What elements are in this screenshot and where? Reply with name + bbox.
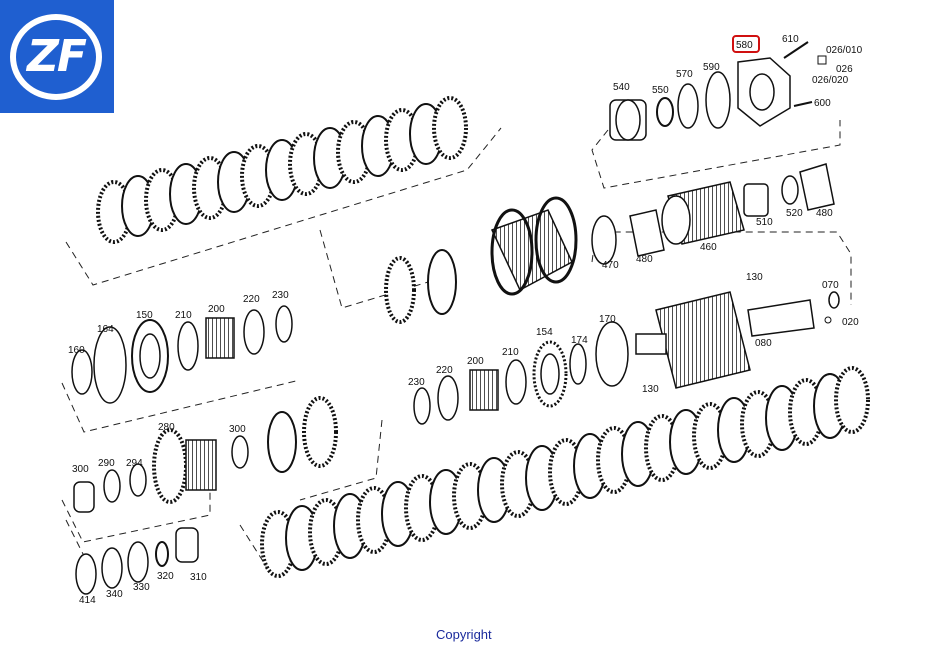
part-label[interactable]: 610 bbox=[782, 34, 799, 45]
part-label[interactable]: 200 bbox=[467, 356, 484, 367]
part-label[interactable]: 570 bbox=[676, 69, 693, 80]
part-label[interactable]: 150 bbox=[136, 310, 153, 321]
shaft-bearing-group bbox=[591, 163, 835, 265]
zf-logo-letters: ZF bbox=[10, 14, 102, 100]
part-label[interactable]: 164 bbox=[97, 324, 114, 335]
part-label[interactable]: 470 bbox=[602, 260, 619, 271]
part-label[interactable]: 320 bbox=[157, 571, 174, 582]
part-label[interactable]: 414 bbox=[79, 595, 96, 606]
part-label[interactable]: 080 bbox=[755, 338, 772, 349]
part-label[interactable]: 210 bbox=[175, 310, 192, 321]
piston-group-right bbox=[413, 321, 629, 425]
part-label[interactable]: 300 bbox=[72, 464, 89, 475]
part-label[interactable]: 130 bbox=[642, 384, 659, 395]
bottom-small-parts bbox=[75, 527, 199, 595]
part-label[interactable]: 160 bbox=[68, 345, 85, 356]
part-label[interactable]: 026/020 bbox=[812, 75, 849, 86]
part-label[interactable]: 540 bbox=[613, 82, 630, 93]
part-label[interactable]: 480 bbox=[636, 254, 653, 265]
lower-clutch-pack bbox=[260, 366, 870, 578]
part-label[interactable]: 280 bbox=[158, 422, 175, 433]
upper-clutch-pack bbox=[96, 96, 468, 244]
highlight-box bbox=[732, 35, 760, 53]
piston-group-left bbox=[71, 305, 293, 404]
part-label[interactable]: 210 bbox=[502, 347, 519, 358]
part-labels: 610 026/010 026 026/020 580 590 570 550 … bbox=[68, 34, 863, 606]
part-label[interactable]: 550 bbox=[652, 85, 669, 96]
part-label-highlighted[interactable]: 580 bbox=[736, 40, 753, 51]
part-label[interactable]: 330 bbox=[133, 582, 150, 593]
part-label[interactable]: 130 bbox=[746, 272, 763, 283]
part-label[interactable]: 310 bbox=[190, 572, 207, 583]
part-label[interactable]: 230 bbox=[408, 377, 425, 388]
part-label[interactable]: 174 bbox=[571, 335, 588, 346]
part-label[interactable]: 340 bbox=[106, 589, 123, 600]
part-label[interactable]: 220 bbox=[243, 294, 260, 305]
part-label[interactable]: 300 bbox=[229, 424, 246, 435]
part-label[interactable]: 290 bbox=[98, 458, 115, 469]
zf-logo: ZF bbox=[0, 0, 114, 113]
part-label[interactable]: 220 bbox=[436, 365, 453, 376]
middle-assembly bbox=[384, 196, 578, 324]
part-label[interactable]: 520 bbox=[786, 208, 803, 219]
part-label[interactable]: 170 bbox=[599, 314, 616, 325]
part-label[interactable]: 026/010 bbox=[826, 45, 863, 56]
part-label[interactable]: 590 bbox=[703, 62, 720, 73]
copyright-link[interactable]: Copyright bbox=[436, 627, 492, 642]
part-label[interactable]: 154 bbox=[536, 327, 553, 338]
main-shaft bbox=[635, 291, 840, 389]
part-label[interactable]: 026 bbox=[836, 64, 853, 75]
part-label[interactable]: 600 bbox=[814, 98, 831, 109]
part-label[interactable]: 230 bbox=[272, 290, 289, 301]
rear-cover-group bbox=[609, 41, 827, 141]
part-label[interactable]: 020 bbox=[842, 317, 859, 328]
part-label[interactable]: 200 bbox=[208, 304, 225, 315]
part-label[interactable]: 510 bbox=[756, 217, 773, 228]
gear-group bbox=[73, 396, 338, 513]
part-label[interactable]: 480 bbox=[816, 208, 833, 219]
part-label[interactable]: 460 bbox=[700, 242, 717, 253]
part-label[interactable]: 070 bbox=[822, 280, 839, 291]
part-label[interactable]: 294 bbox=[126, 458, 143, 469]
